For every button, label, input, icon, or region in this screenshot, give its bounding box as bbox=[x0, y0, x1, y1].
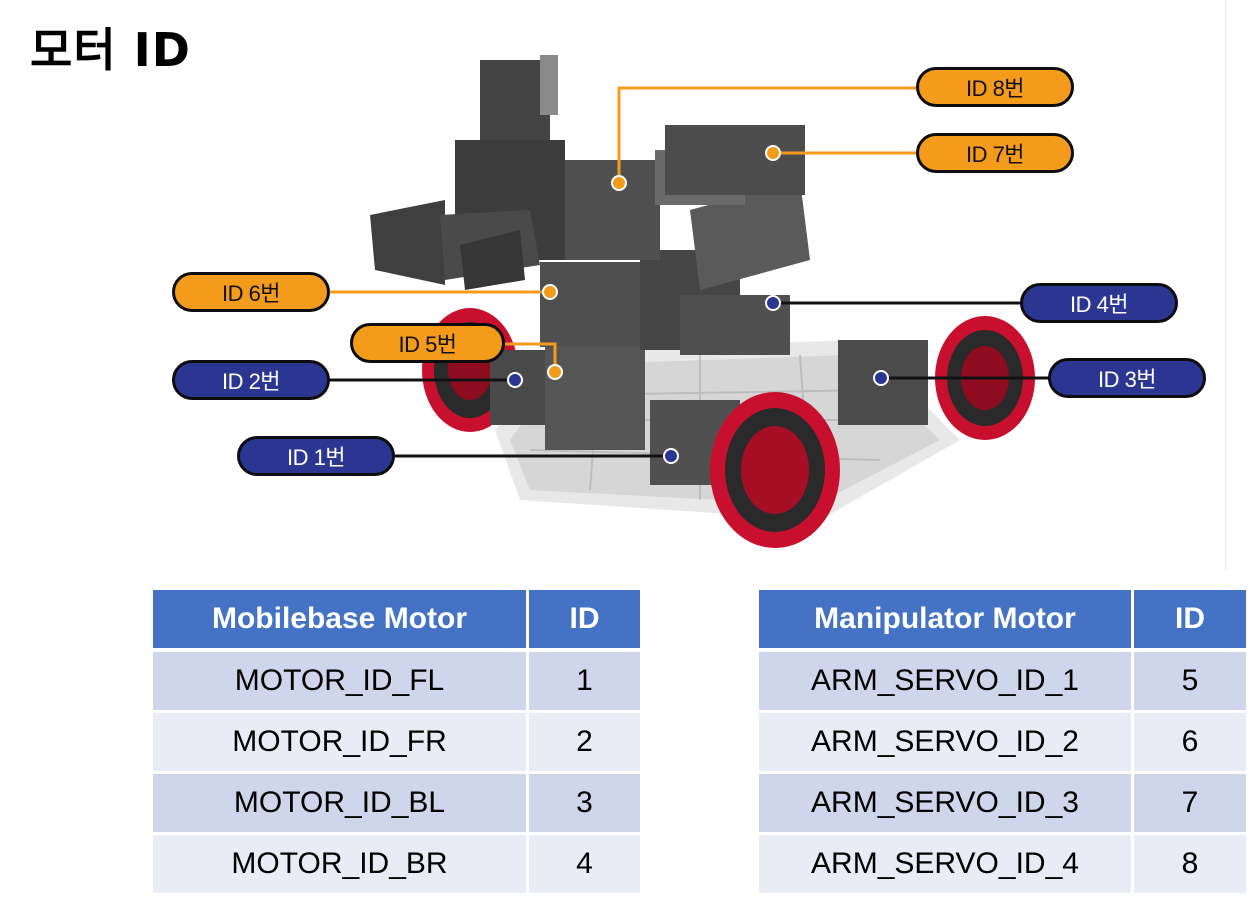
callout-id2: ID 2번 bbox=[172, 360, 330, 400]
motor-id-cell: 2 bbox=[529, 713, 640, 774]
arm-leader-lines bbox=[330, 86, 918, 372]
callout-id5: ID 5번 bbox=[350, 323, 505, 363]
motor-id-cell: 7 bbox=[1134, 774, 1246, 835]
callout-id8: ID 8번 bbox=[916, 67, 1074, 107]
table-row: MOTOR_ID_FR 2 bbox=[153, 713, 640, 774]
table-row: MOTOR_ID_FL 1 bbox=[153, 652, 640, 713]
column-header-id: ID bbox=[529, 590, 640, 652]
column-header-motor: Mobilebase Motor bbox=[153, 590, 529, 652]
callout-id6: ID 6번 bbox=[172, 272, 330, 312]
motor-id5-body bbox=[545, 345, 645, 450]
motor-name-cell: MOTOR_ID_BR bbox=[153, 835, 529, 896]
motor-name-cell: ARM_SERVO_ID_4 bbox=[759, 835, 1134, 896]
callout-id1: ID 1번 bbox=[237, 436, 395, 476]
motor-name-cell: MOTOR_ID_BL bbox=[153, 774, 529, 835]
motor-id-cell: 6 bbox=[1134, 713, 1246, 774]
marker-id5 bbox=[547, 364, 563, 380]
column-header-motor: Manipulator Motor bbox=[759, 590, 1134, 652]
callout-id3: ID 3번 bbox=[1048, 358, 1206, 398]
motor-name-cell: ARM_SERVO_ID_2 bbox=[759, 713, 1134, 774]
motor-id-cell: 1 bbox=[529, 652, 640, 713]
table-row: MOTOR_ID_BR 4 bbox=[153, 835, 640, 896]
page-edge-divider bbox=[1225, 0, 1226, 570]
marker-id3 bbox=[873, 370, 889, 386]
table-header-row: Mobilebase Motor ID bbox=[153, 590, 640, 652]
marker-id4 bbox=[765, 295, 781, 311]
marker-id6 bbox=[542, 284, 558, 300]
motor-name-cell: ARM_SERVO_ID_3 bbox=[759, 774, 1134, 835]
table-row: ARM_SERVO_ID_3 7 bbox=[759, 774, 1246, 835]
mobilebase-motor-table: Mobilebase Motor ID MOTOR_ID_FL 1 MOTOR_… bbox=[153, 590, 640, 896]
motor-name-cell: MOTOR_ID_FL bbox=[153, 652, 529, 713]
motor-name-cell: ARM_SERVO_ID_1 bbox=[759, 652, 1134, 713]
column-header-id: ID bbox=[1134, 590, 1246, 652]
callout-id7: ID 7번 bbox=[916, 133, 1074, 173]
robot-arm bbox=[370, 55, 810, 355]
table-row: ARM_SERVO_ID_1 5 bbox=[759, 652, 1246, 713]
motor-id-cell: 3 bbox=[529, 774, 640, 835]
page-title: 모터 ID bbox=[30, 23, 191, 77]
motor-id-cell: 4 bbox=[529, 835, 640, 896]
table-row: ARM_SERVO_ID_4 8 bbox=[759, 835, 1246, 896]
manipulator-motor-table: Manipulator Motor ID ARM_SERVO_ID_1 5 AR… bbox=[759, 590, 1246, 896]
marker-id8 bbox=[611, 175, 627, 191]
table-row: MOTOR_ID_BL 3 bbox=[153, 774, 640, 835]
table-header-row: Manipulator Motor ID bbox=[759, 590, 1246, 652]
motor-name-cell: MOTOR_ID_FR bbox=[153, 713, 529, 774]
table-row: ARM_SERVO_ID_2 6 bbox=[759, 713, 1246, 774]
motor-id-cell: 8 bbox=[1134, 835, 1246, 896]
wheel-front-right bbox=[710, 392, 840, 548]
callout-id4: ID 4번 bbox=[1020, 283, 1178, 323]
marker-id7 bbox=[765, 145, 781, 161]
marker-id1 bbox=[663, 448, 679, 464]
marker-id2 bbox=[507, 372, 523, 388]
motor-id-cell: 5 bbox=[1134, 652, 1246, 713]
base-leader-lines bbox=[328, 301, 1050, 458]
